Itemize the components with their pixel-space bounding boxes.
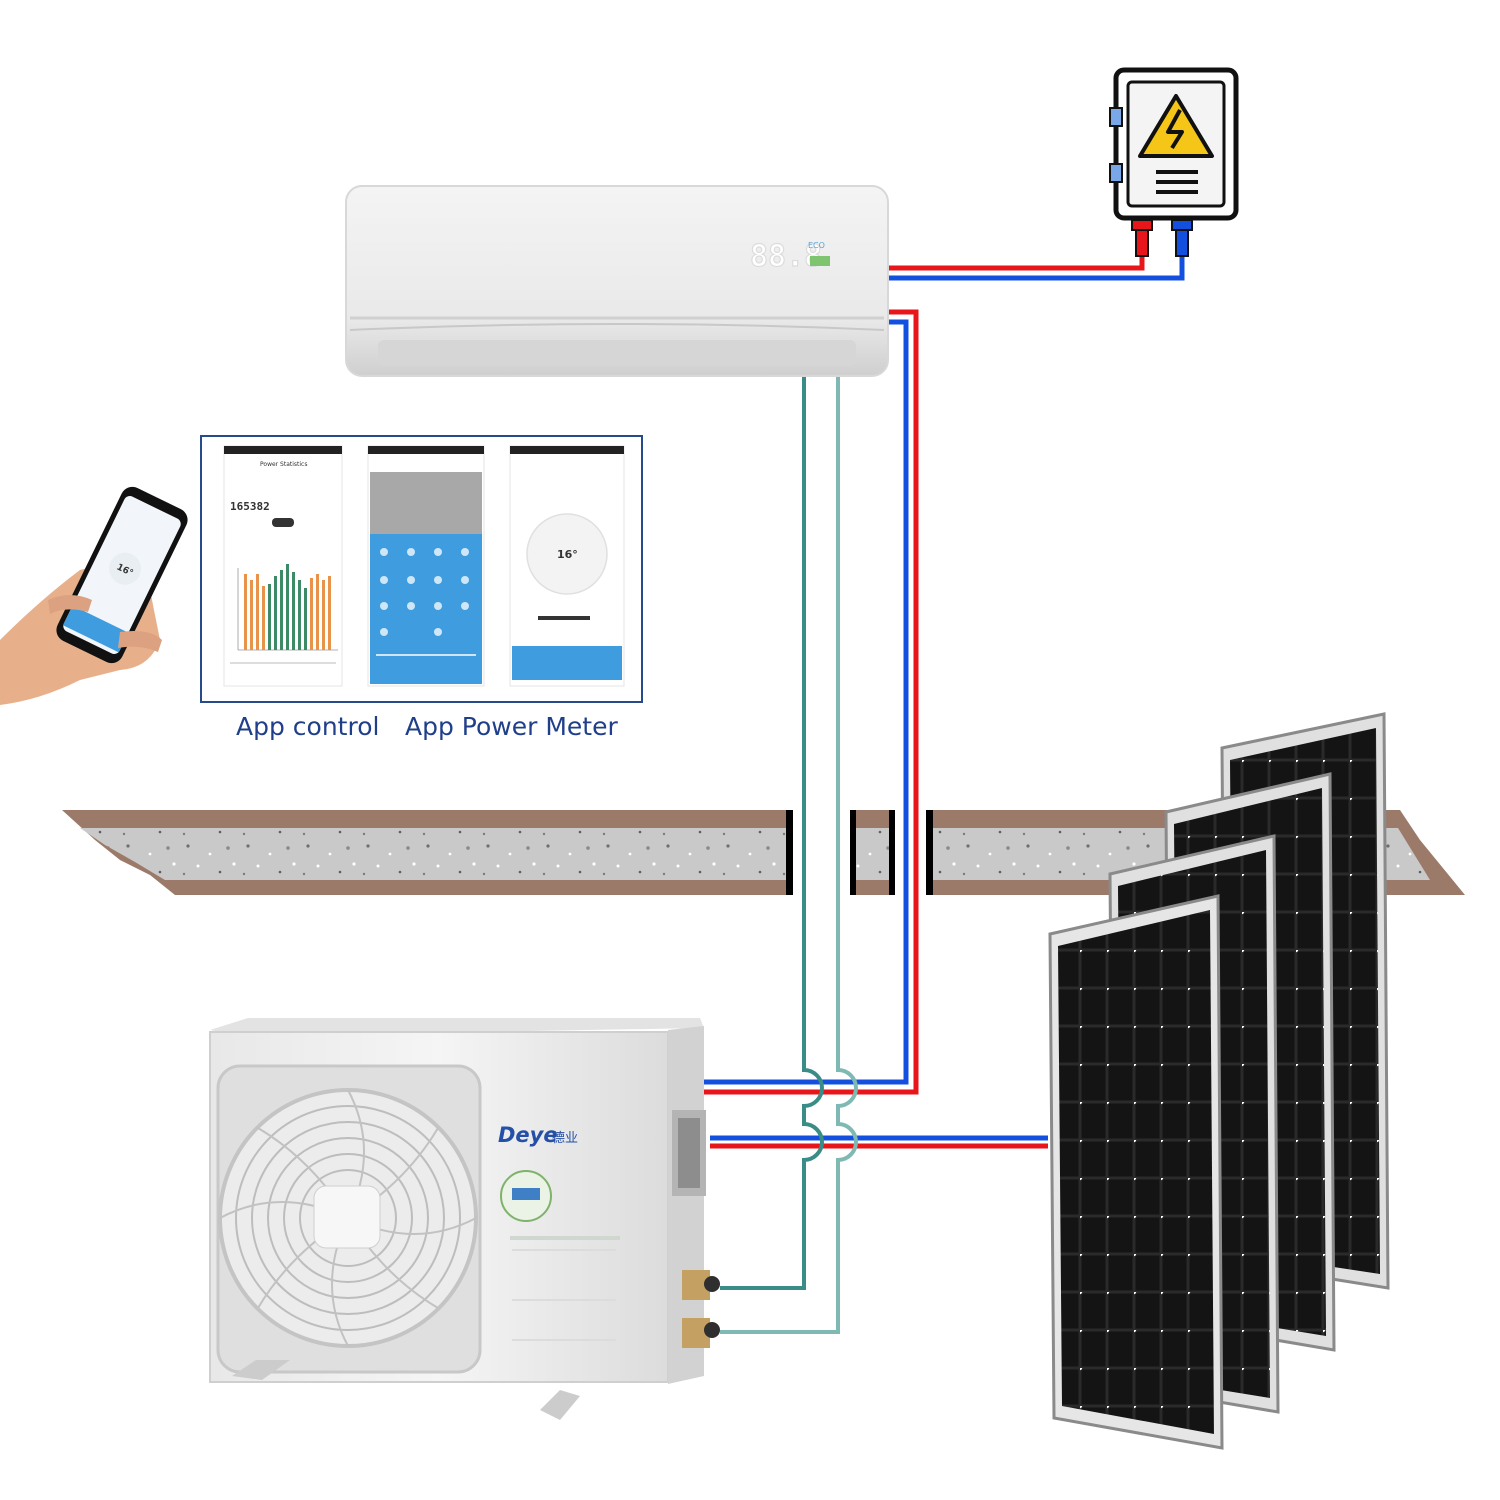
thermostat-temperature: 16°: [557, 548, 578, 561]
caption-app-control: App control: [236, 712, 380, 741]
brand-logo-cn: 德业: [552, 1131, 578, 1146]
energy-reading: 165382: [230, 500, 270, 513]
outdoor-ac-unit: Deye 德业: [209, 1018, 720, 1420]
app-screen-power-meter: Power Statistics 165382: [223, 445, 343, 687]
indoor-ac-unit: 88.8 ECO: [345, 185, 889, 377]
lightning-bolt-icon: [1166, 109, 1184, 150]
app-screens-panel: Power Statistics 165382: [200, 435, 643, 703]
indoor-unit-display: 88.8 ECO: [749, 238, 830, 275]
smartphone: 16°: [56, 486, 188, 664]
leaf-indicator-icon: [810, 256, 830, 266]
screen-title: Power Statistics: [260, 461, 307, 468]
connections: [702, 228, 1185, 1334]
warning-triangle-icon: [1138, 94, 1214, 158]
app-screen-thermostat: 16°: [509, 445, 625, 687]
refrigerant-pipe-liquid: [720, 376, 824, 1290]
power-negative-wire: [702, 319, 909, 1085]
caption-app-power-meter: App Power Meter: [405, 712, 618, 741]
app-screen-control: [367, 445, 485, 687]
fan-grille: [216, 1064, 482, 1374]
refrigerant-pipe-gas: [720, 376, 858, 1334]
electrical-panel-icon: [1109, 67, 1239, 257]
eco-badge: ECO: [808, 241, 825, 250]
solar-panel-array: [1048, 712, 1390, 1450]
service-valves: [682, 1270, 720, 1348]
solar-panel-1: [1048, 894, 1224, 1450]
energy-bar-chart: [237, 564, 338, 651]
power-positive-wire: [702, 309, 919, 1095]
hand-holding-phone: 16°: [0, 486, 188, 705]
brand-logo: Deye: [498, 1123, 558, 1147]
grid-positive-wire: [888, 228, 1145, 271]
